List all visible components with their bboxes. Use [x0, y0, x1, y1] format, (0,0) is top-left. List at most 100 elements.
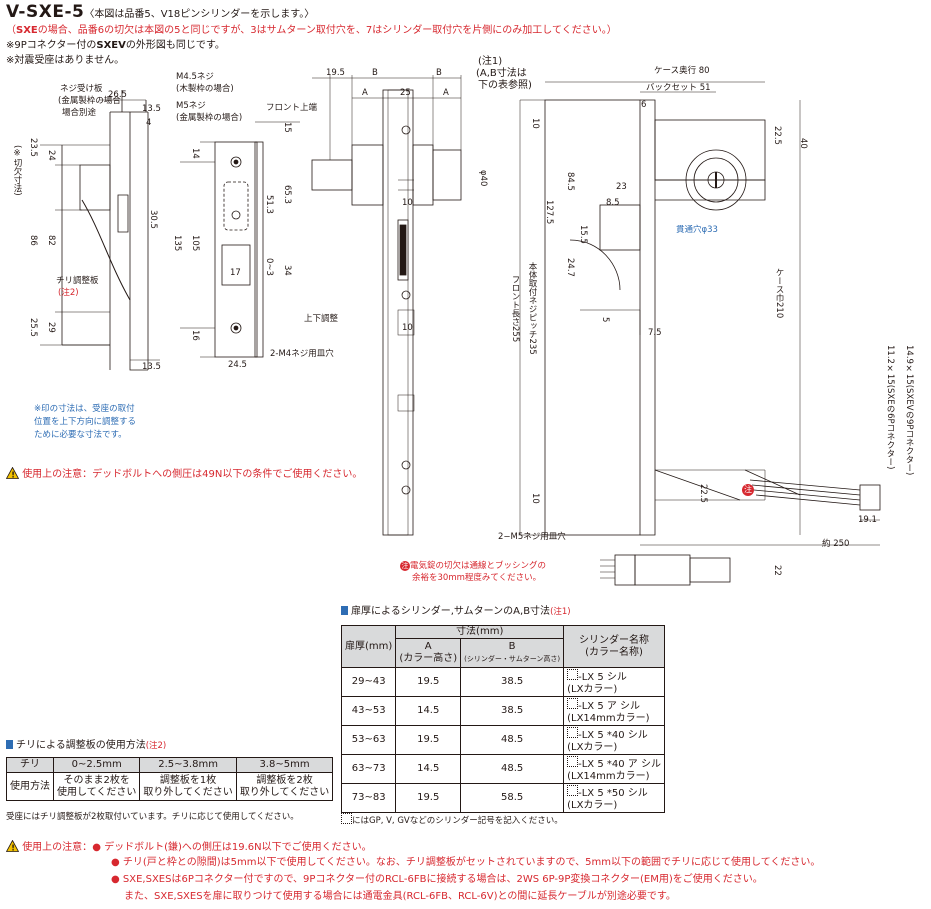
dim-29: 29 [46, 322, 56, 333]
dim-127-5: 127.5 [544, 200, 554, 225]
header-dimension: 寸法(mm) [395, 625, 565, 639]
dim-0-3: 0~3 [264, 258, 274, 276]
dim-a-right: A [443, 88, 449, 98]
header-range-2: 2.5~3.8mm [139, 757, 237, 773]
svg-text:!: ! [11, 844, 15, 853]
body-pitch-label: 本体取付ネジピッチ235 [527, 262, 537, 355]
dim-7-5: 7.5 [648, 328, 662, 338]
case-width-label: ケース巾210 [774, 268, 784, 319]
backset-dim: バックセット 51 [646, 83, 711, 93]
dim-24-5: 24.5 [228, 360, 247, 370]
header-range-3: 3.8~5mm [235, 757, 334, 773]
chiri-plate-label: チリ調整板 [56, 276, 99, 286]
m5-hole-label: 2−M5ネジ用皿穴 [498, 532, 566, 542]
cylinder-table-footnote: にはGP, V, GVなどのシリンダー記号を記入ください。 [341, 813, 563, 826]
dim-15: 15 [282, 122, 292, 133]
strike-adjust-note-3: ために必要な寸法です。 [34, 430, 127, 440]
note1-label: (注1) [478, 56, 503, 67]
dim-17: 17 [230, 268, 241, 278]
dim-6: 6 [641, 100, 647, 110]
note1-ab-b: 下の表参照) [478, 80, 532, 91]
dim-22-5-bottom: 22.5 [698, 484, 708, 503]
dim-135: 135 [172, 235, 182, 252]
dim-40: 40 [798, 138, 808, 149]
bottom-caution-1: ! 使用上の注意：● デッドボルト(鎌)への側圧は19.6N以下でご使用ください… [6, 840, 372, 854]
dim-8-5: 8.5 [606, 198, 620, 208]
wire-note-2: 余裕を30mm程度みてください。 [412, 573, 542, 583]
dim-14: 14 [190, 148, 200, 159]
wire-note-1: 注電気錠の切欠は通線とブッシングの [400, 561, 547, 571]
bottom-caution-2: ● チリ(戸と枠との隙間)は5mm以下で使用してください。なお、チリ調整板がセッ… [111, 857, 821, 868]
dim-19-1: 19.1 [858, 515, 877, 525]
strike-adjust-note-2: 位置を上下方向に調整する [34, 417, 137, 427]
dim-phi40: φ40 [478, 170, 488, 187]
placeholder-box-icon [567, 784, 579, 796]
dim-25: 25 [400, 88, 411, 98]
dim-13-5-top: 13.5 [142, 104, 161, 114]
placeholder-box-icon [567, 697, 579, 709]
dim-13-5-bottom: 13.5 [142, 362, 161, 372]
m5-label: M5ネジ [176, 101, 206, 111]
bottom-caution-3: ● SXE,SXESは6Pコネクター付ですので、9Pコネクター付のRCL-6FB… [111, 874, 763, 885]
dim-5: 5 [600, 317, 610, 323]
cylinder-table: 扉厚(mm) 寸法(mm) シリンダー名称(カラー名称) A(カラー高さ) B(… [340, 625, 665, 813]
dim-22-5-top: 22.5 [772, 126, 782, 145]
front-length-label: フロント長さ255 [510, 275, 520, 343]
header-b: B(シリンダー・サムターン高さ) [460, 638, 565, 668]
svg-text:!: ! [11, 471, 15, 480]
dim-30-5: 30.5 [148, 210, 158, 229]
dim-250: 約 250 [822, 539, 850, 549]
dim-82: 82 [46, 235, 56, 246]
through-hole-label: 貫通穴φ33 [676, 225, 718, 235]
technical-drawing [40, 75, 881, 586]
dim-10-bottom: 10 [530, 493, 540, 504]
cut-dim-label: (※切欠寸法) [12, 145, 22, 196]
screw-plate-label-3: 場合別途 [62, 108, 97, 118]
page-title: V-SXE-5 [6, 2, 85, 22]
dim-23-5: 23.5 [28, 138, 38, 157]
note1-ab-a: (A,B寸法は [476, 68, 527, 79]
wire-note-marker: 注 [742, 484, 754, 496]
dim-19-5: 19.5 [326, 68, 345, 78]
chiri-plate-note: (注2) [58, 288, 79, 298]
chiri-table-footnote: 受座にはチリ調整板が2枚取付いています。チリに応じて使用してください。 [6, 812, 299, 822]
strike-note: ※対震受座はありません。 [6, 55, 125, 66]
dim-15-5: 15.5 [578, 225, 588, 244]
connector-6p-label: 11.2×15(SXEの6Pコネクター) [885, 345, 895, 470]
chiri-table-title: チリによる調整板の使用方法(注2) [6, 740, 166, 752]
dim-b-left: B [372, 68, 378, 78]
dim-26-5: 26.5 [108, 90, 127, 100]
header-chiri: チリ [6, 757, 54, 773]
dim-16: 16 [190, 330, 200, 341]
strike-adjust-note-1: ※印の寸法は、受座の取付 [34, 404, 135, 414]
header-door-thickness: 扉厚(mm) [340, 625, 397, 668]
wire-note-icon: 注 [400, 561, 410, 571]
dim-24-7: 24.7 [565, 258, 575, 277]
sxe-note: （SXEの場合、品番6の切欠は本図の5と同じですが、3はサムターン取付穴を、7は… [6, 25, 617, 36]
warning-icon: ! [6, 840, 19, 852]
dim-25-5: 25.5 [28, 318, 38, 337]
dim-23: 23 [616, 182, 627, 192]
section-marker-icon [341, 606, 348, 615]
screw-plate-label-2: (金属製枠の場合 [58, 96, 121, 106]
placeholder-box-icon [567, 755, 579, 767]
placeholder-box-icon [567, 668, 579, 680]
table-row: 使用方法 そのまま2枚を使用してください 調整板を1枚取り外してください 調整板… [6, 772, 334, 801]
front-top-label: フロント上端 [266, 103, 318, 113]
dim-4: 4 [146, 118, 152, 128]
m45-sub-label: (木製枠の場合) [176, 84, 234, 94]
dim-24: 24 [46, 150, 56, 161]
dim-b-right: B [436, 68, 442, 78]
case-depth-dim: ケース奥行 80 [654, 66, 710, 76]
dim-65-3: 65.3 [282, 185, 292, 204]
dim-51-3: 51.3 [264, 195, 274, 214]
header-a: A(カラー高さ) [395, 638, 462, 668]
dim-a-left: A [362, 88, 368, 98]
dim-10-b: 10 [402, 323, 413, 333]
header-range-1: 0~2.5mm [52, 757, 141, 773]
chiri-table: チリ 0~2.5mm 2.5~3.8mm 3.8~5mm 使用方法 そのまま2枚… [6, 757, 334, 801]
